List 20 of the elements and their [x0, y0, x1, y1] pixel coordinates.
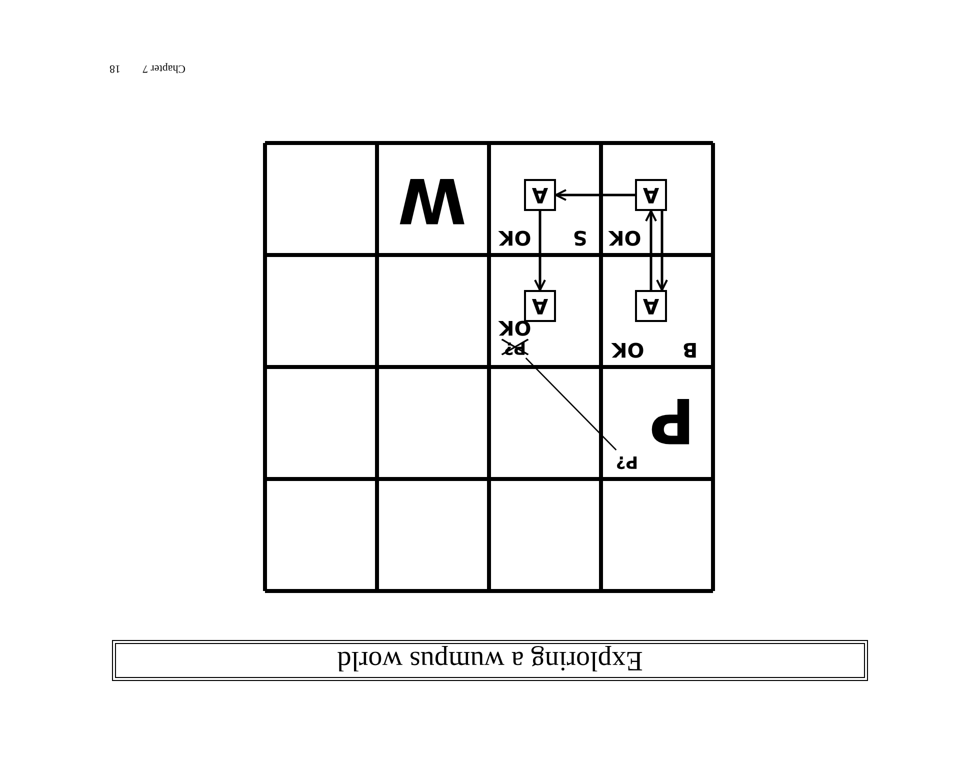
- cell-symbol: P: [649, 389, 695, 451]
- page-header: Chapter 7: [142, 62, 186, 74]
- arrow: [534, 211, 546, 291]
- agent-box: A: [524, 290, 556, 322]
- cell-annotation: OK: [498, 228, 532, 248]
- node-text: P?: [614, 452, 640, 470]
- cell-annotation: OK: [612, 340, 644, 360]
- arrow: [645, 210, 657, 290]
- title-banner: Exploring a wumpus world: [112, 640, 868, 681]
- page-header: 18: [110, 62, 120, 74]
- leader-line: [525, 358, 617, 450]
- cell-annotation: S: [572, 228, 588, 248]
- agent-box: A: [635, 290, 667, 322]
- agent-box: A: [635, 179, 667, 211]
- arrow: [555, 189, 635, 201]
- cell-annotation: OK: [608, 228, 642, 248]
- cell-symbol: W: [398, 169, 466, 231]
- cell-annotation: B: [682, 340, 698, 360]
- arrow: [656, 211, 668, 291]
- agent-box: A: [524, 179, 556, 211]
